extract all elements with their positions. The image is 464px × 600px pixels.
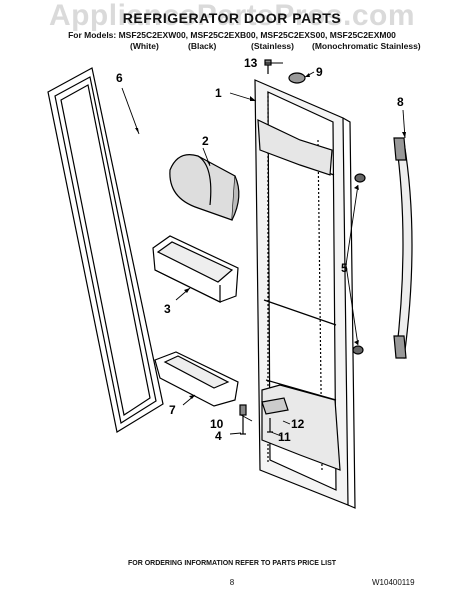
callout-6: 6 (116, 71, 123, 85)
page-number: 8 (229, 578, 235, 587)
hinge-hardware[interactable] (239, 397, 289, 435)
dairy-compartment[interactable] (169, 154, 240, 221)
callout-12: 12 (291, 417, 305, 431)
callout-3: 3 (164, 302, 171, 316)
callout-11: 11 (278, 430, 291, 444)
callout-10: 10 (210, 417, 224, 431)
door-liner[interactable] (254, 79, 356, 509)
variant-stainless: (Stainless) (251, 41, 294, 51)
handle-studs[interactable] (352, 173, 366, 355)
callout-8: 8 (397, 95, 404, 109)
door-handle[interactable] (393, 137, 413, 359)
variant-monochromatic: (Monochromatic Stainless) (312, 41, 421, 51)
callout-5: 5 (341, 261, 348, 275)
variant-white: (White) (130, 41, 159, 51)
model-list: For Models: MSF25C2EXW00, MSF25C2EXB00, … (68, 30, 396, 40)
document-code: W10400119 (372, 578, 415, 587)
callout-7: 7 (169, 403, 176, 417)
plug[interactable] (288, 72, 306, 84)
callout-2: 2 (202, 134, 209, 148)
callout-13: 13 (244, 56, 258, 70)
variant-black: (Black) (188, 41, 217, 51)
page-title: REFRIGERATOR DOOR PARTS (122, 10, 342, 26)
ordering-note: FOR ORDERING INFORMATION REFER TO PARTS … (127, 560, 337, 567)
door-bin[interactable] (152, 235, 239, 303)
callout-4: 4 (215, 429, 222, 443)
top-screw[interactable] (264, 59, 272, 74)
door-gasket[interactable] (47, 67, 164, 433)
callout-1: 1 (215, 86, 222, 100)
callout-9: 9 (316, 65, 323, 79)
bottom-door-bin[interactable] (154, 351, 239, 407)
